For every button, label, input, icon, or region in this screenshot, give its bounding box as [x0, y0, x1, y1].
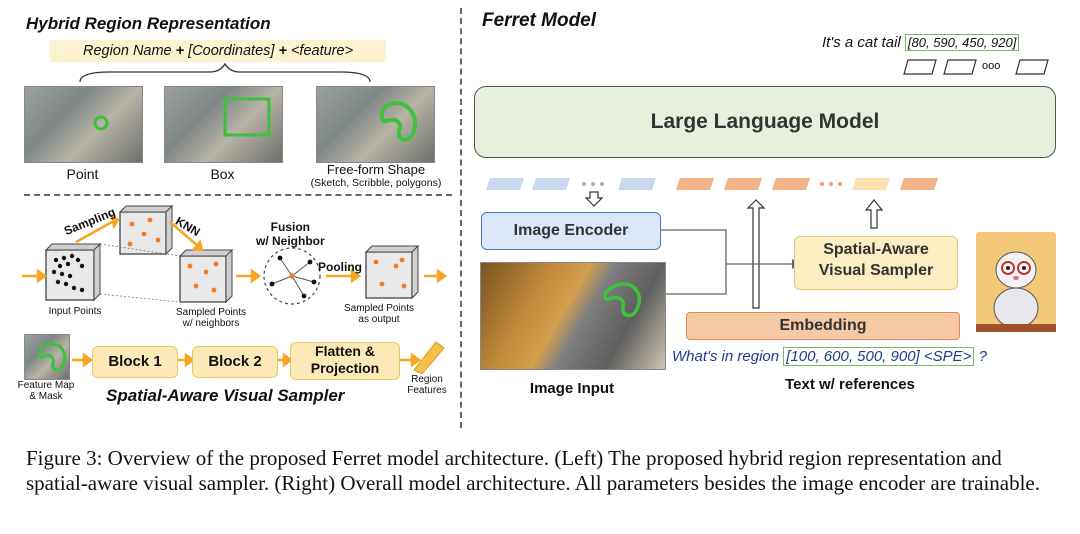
sampled-output-box: [364, 244, 420, 300]
ferret-illustration: [976, 232, 1056, 332]
text-references-label: Text w/ references: [785, 376, 915, 393]
feature-map-label: Feature Map & Mask: [17, 380, 75, 402]
fusion-neighbor-circle: [263, 247, 321, 305]
input-points-label: Input Points: [48, 306, 102, 317]
fusion-label: Fusion w/ Neighbor: [256, 220, 325, 248]
cat-tail-outline-icon: [603, 282, 641, 318]
hybrid-region-title: Hybrid Region Representation: [26, 14, 271, 33]
formula-plus-1: +: [175, 43, 185, 59]
region-features-icon: [413, 341, 445, 374]
query-end: ?: [978, 348, 987, 365]
input-points-box: [44, 242, 102, 302]
output-tokens: [903, 59, 1049, 75]
sampled-points-box-top: [118, 204, 174, 256]
ferret-icon: [976, 251, 1056, 332]
formula-plus-2: +: [278, 43, 287, 59]
figure-caption: Figure 3: Overview of the proposed Ferre…: [26, 446, 1040, 495]
output-coordinates: [80, 590, 450, 920]: [904, 34, 1020, 51]
block-1: Block 1: [92, 346, 178, 378]
freeform-label: Free-form Shape: [326, 162, 426, 177]
region-features-label: Region Features: [407, 374, 447, 396]
freeform-sublabel: (Sketch, Scribble, polygons): [310, 177, 442, 189]
box-label: Box: [210, 166, 235, 182]
freeform-marker-icon: [379, 101, 417, 142]
visual-sampler-block: Spatial-Aware Visual Sampler: [794, 236, 958, 290]
box-example-image: [164, 86, 283, 163]
formula-feature: <feature>: [290, 43, 354, 59]
sampler-diagram: [22, 204, 448, 305]
query-coordinates: [100, 600, 500, 900] <SPE>: [783, 347, 975, 366]
feature-map-image: [24, 334, 70, 380]
query-question: What's in region: [672, 348, 780, 365]
freeform-example-image: [316, 86, 435, 163]
output-answer: It's a cat tail: [822, 34, 901, 51]
pooling-label: Pooling: [318, 260, 362, 274]
query-text: What's in region [100, 600, 500, 900] <S…: [672, 347, 987, 366]
sampled-neighbors-box: [178, 248, 234, 304]
image-encoder-block: Image Encoder: [481, 212, 661, 250]
flatten-projection-block: Flatten & Projection: [290, 342, 400, 380]
ferret-model-title: Ferret Model: [482, 10, 597, 31]
image-input-photo: [480, 262, 666, 370]
point-marker-icon: [93, 115, 109, 131]
output-text: It's a cat tail [80, 590, 450, 920]: [822, 34, 1020, 51]
formula-region-name: Region Name: [82, 43, 172, 59]
point-example-image: [24, 86, 143, 163]
panel-vertical-divider: [460, 8, 462, 428]
input-token-row: [486, 178, 938, 190]
output-ellipsis: ooo: [982, 60, 1001, 72]
brace-connector: [79, 62, 371, 83]
formula-coordinates: [Coordinates]: [188, 43, 275, 59]
sampled-output-label: Sampled Points as output: [343, 303, 415, 325]
block-2: Block 2: [192, 346, 278, 378]
embedding-block: Embedding: [686, 312, 960, 340]
large-language-model-block: Large Language Model: [474, 86, 1056, 158]
box-marker-icon: [223, 97, 271, 137]
flow-arrows: [584, 191, 884, 309]
sampled-neighbors-label: Sampled Points w/ neighbors: [175, 307, 247, 329]
image-input-label: Image Input: [529, 380, 615, 397]
point-label: Point: [66, 166, 99, 182]
left-horizontal-divider: [24, 194, 452, 196]
sampler-title: Spatial-Aware Visual Sampler: [106, 386, 345, 405]
region-formula: Region Name + [Coordinates] + <feature>: [50, 40, 386, 62]
mask-outline-icon: [38, 342, 67, 372]
